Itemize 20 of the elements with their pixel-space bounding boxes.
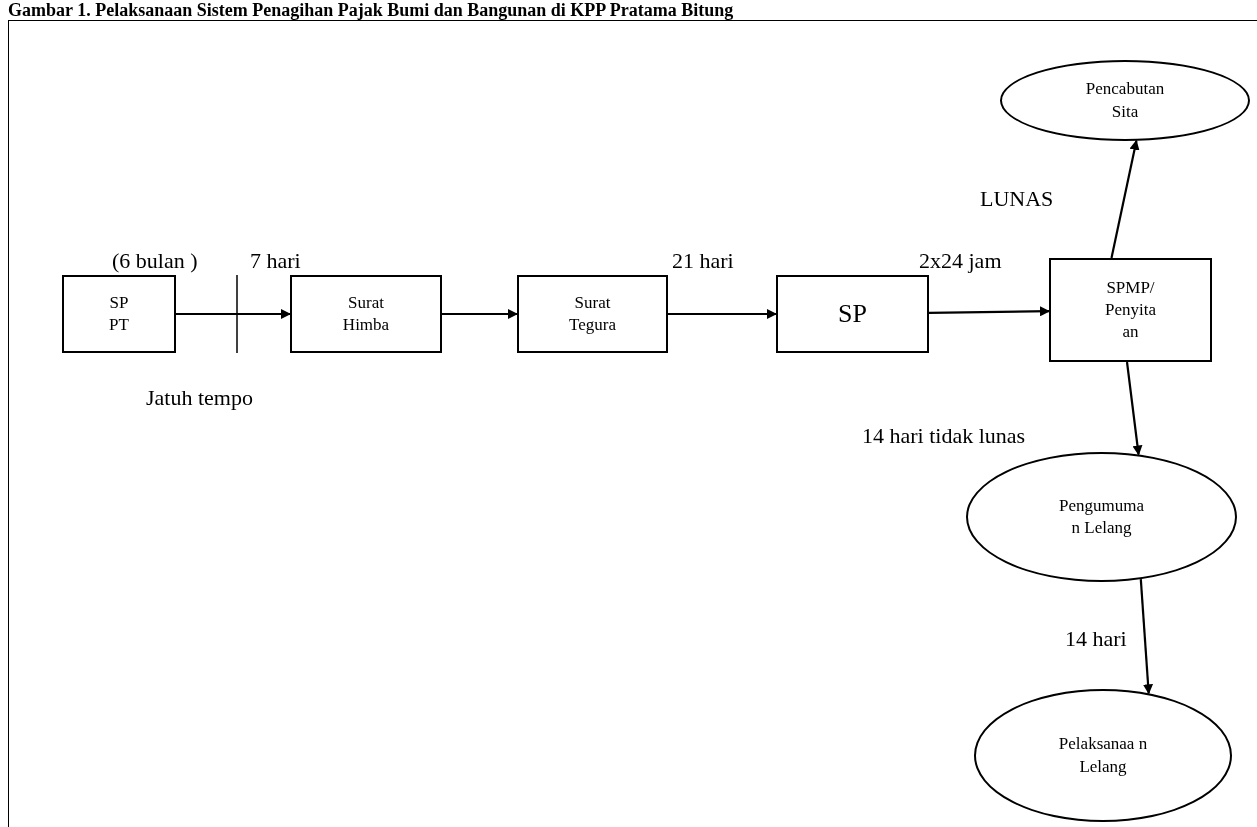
arrow: [668, 309, 777, 319]
node-label: SP: [837, 298, 868, 331]
node-label: Pencabutan Sita: [1084, 78, 1166, 123]
process-box: [1049, 258, 1212, 362]
node-label: SPMP/ Penyita an: [1104, 276, 1157, 344]
node-label: Surat Tegura: [568, 291, 617, 336]
process-box: [62, 275, 176, 353]
node-label: Pengumuma n Lelang: [1058, 494, 1145, 539]
diagram-title: Gambar 1. Pelaksanaan Sistem Penagihan Pajak Bumi dan Bangunan di KPP Pratama Bitung: [8, 0, 734, 21]
process-box: [290, 275, 442, 353]
process-box: [776, 275, 929, 353]
arrow: [929, 306, 1050, 317]
process-box: [517, 275, 668, 353]
arrow: [1110, 139, 1140, 259]
arrow: [442, 309, 518, 319]
node-label: Surat Himba: [341, 291, 391, 336]
arrow: [1139, 579, 1154, 695]
arrow: [176, 309, 291, 319]
node-label: SP PT: [108, 291, 130, 336]
node-label: Pelaksanaa n Lelang: [1057, 733, 1149, 778]
